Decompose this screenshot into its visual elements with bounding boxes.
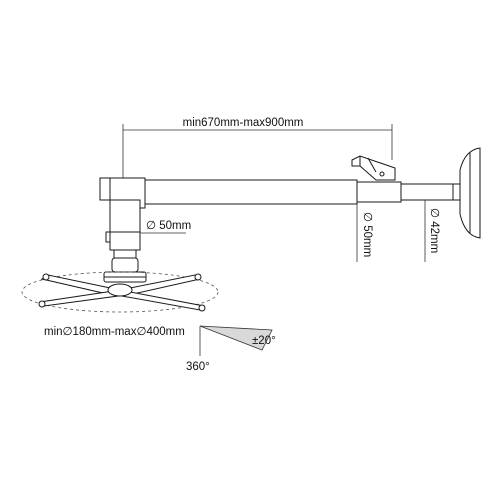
- arm-length-dimension: [122, 124, 393, 178]
- telescopic-arm: [144, 179, 454, 205]
- plate-range-label: min∅180mm-max∅400mm: [44, 326, 185, 338]
- arm-length-label: min670mm-max900mm: [183, 117, 304, 129]
- wall-tube-diameter-label: ∅ 42mm: [428, 208, 440, 253]
- tilt-indicator: [199, 325, 273, 356]
- rotation-label: 360°: [186, 361, 210, 373]
- drop-pole: [105, 199, 141, 259]
- mounting-spider: [21, 271, 219, 313]
- projector-head: [103, 257, 147, 283]
- wall-plate: [452, 147, 481, 239]
- pole-diameter-label: ∅ 50mm: [146, 220, 191, 232]
- tilt-wedge: [199, 325, 273, 351]
- arm-clamp: [351, 155, 396, 181]
- plate-range-circle: [21, 271, 219, 313]
- arm-diameter-label: ∅ 50mm: [361, 212, 373, 257]
- tilt-angle-label: ±20°: [252, 335, 276, 347]
